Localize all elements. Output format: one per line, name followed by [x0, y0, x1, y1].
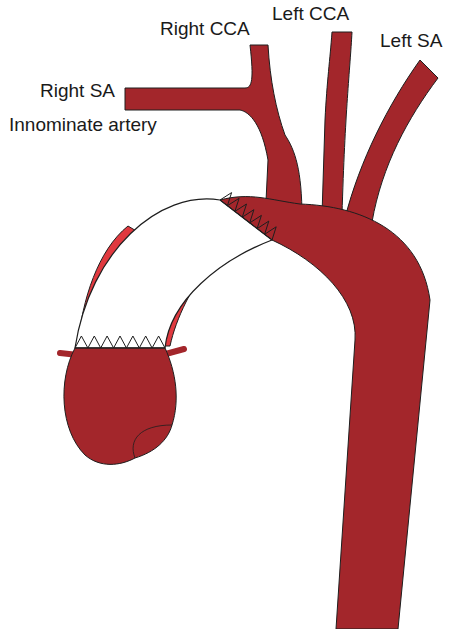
proximal-stent — [220, 193, 276, 240]
vessel-label: Right CCA — [160, 18, 250, 40]
left-sa — [345, 60, 438, 222]
distal-stent — [75, 336, 165, 348]
vessel-label: Right SA — [40, 80, 115, 102]
aortic-arch — [220, 197, 430, 629]
vessel-label: Left CCA — [272, 3, 349, 25]
aortic-root — [64, 348, 176, 464]
root-cusp-line — [133, 425, 172, 458]
proximal-stent-edge — [220, 200, 272, 240]
vessel-label: Left SA — [380, 30, 442, 52]
left-cca — [322, 32, 352, 215]
vessel-label: Innominate artery — [9, 114, 157, 136]
distal-stent-edge — [75, 348, 165, 349]
stent-graft — [75, 199, 272, 348]
